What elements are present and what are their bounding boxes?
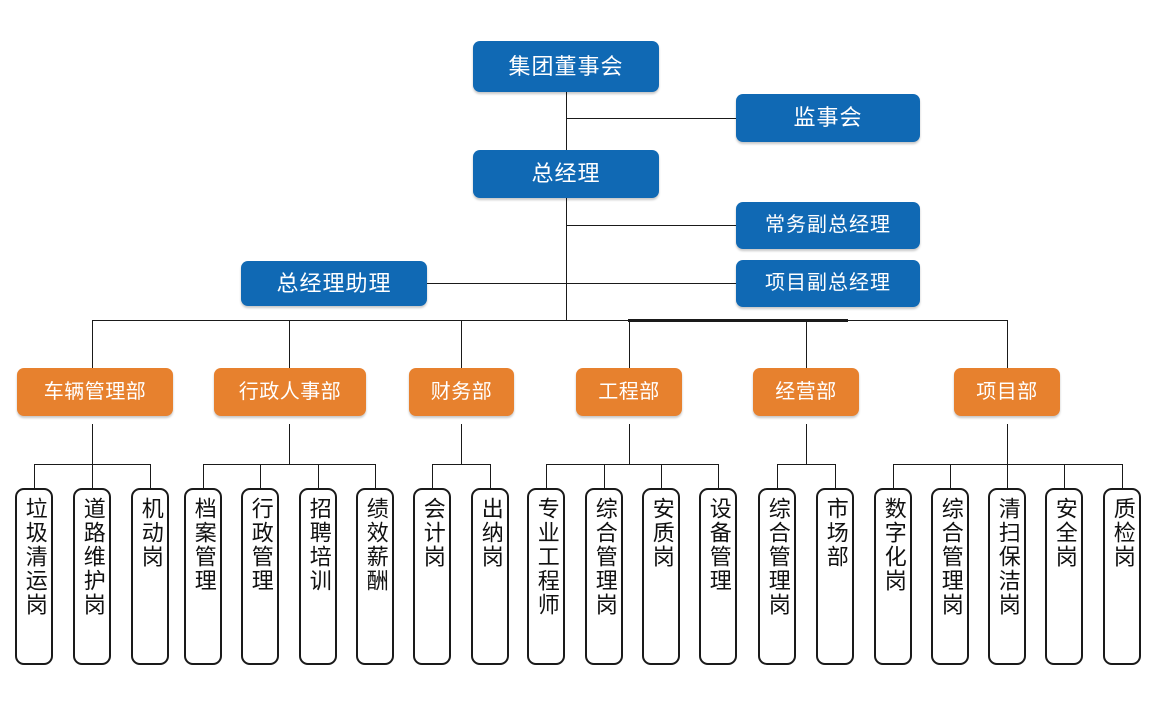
- connector-leaf-drop-9: [490, 464, 491, 488]
- connector-project-vice-gm: [427, 283, 736, 284]
- connector-leaf-drop-13: [718, 464, 719, 488]
- position-label: 安质岗: [648, 497, 674, 569]
- position-label: 会计岗: [419, 497, 445, 569]
- node-position-performance-pay[interactable]: 绩效薪酬: [356, 488, 394, 665]
- connector-drop-dept-5: [806, 320, 807, 368]
- node-position-cashier[interactable]: 出纳岗: [471, 488, 509, 665]
- node-supervisory-board[interactable]: 监事会: [736, 94, 920, 142]
- connector-drop-dept-1: [92, 320, 93, 368]
- connector-leaf-drop-12: [661, 464, 662, 488]
- connector-dept1-stem: [92, 424, 93, 464]
- connector-leaf-drop-18: [1007, 464, 1008, 488]
- node-position-admin-management[interactable]: 行政管理: [241, 488, 279, 665]
- node-department-admin-hr[interactable]: 行政人事部: [214, 368, 366, 416]
- position-label: 行政管理: [247, 497, 273, 593]
- node-department-operations[interactable]: 经营部: [753, 368, 859, 416]
- node-department-vehicle[interactable]: 车辆管理部: [17, 368, 173, 416]
- position-label: 绩效薪酬: [362, 497, 388, 593]
- position-label: 质检岗: [1109, 497, 1135, 569]
- node-board[interactable]: 集团董事会: [473, 41, 659, 92]
- connector-dept3-stem: [461, 424, 462, 464]
- connector-leaf-drop-3: [150, 464, 151, 488]
- node-position-professional-engineer[interactable]: 专业工程师: [527, 488, 565, 665]
- connector-board-down: [566, 92, 567, 174]
- node-position-safety-quality[interactable]: 安质岗: [642, 488, 680, 665]
- connector-leaf-drop-14: [777, 464, 778, 488]
- connector-leaf-drop-4: [203, 464, 204, 488]
- connector-leaf-drop-10: [546, 464, 547, 488]
- connector-leaf-drop-6: [318, 464, 319, 488]
- position-label: 数字化岗: [880, 497, 906, 593]
- connector-leaf-drop-17: [950, 464, 951, 488]
- connector-dept4-stem: [629, 424, 630, 464]
- node-department-project[interactable]: 项目部: [954, 368, 1060, 416]
- connector-exec-vice-gm: [566, 225, 736, 226]
- connector-subbar-4: [546, 464, 718, 465]
- node-position-quality-inspection[interactable]: 质检岗: [1103, 488, 1141, 665]
- position-label: 清扫保洁岗: [994, 497, 1020, 617]
- connector-dept6-stem: [1007, 424, 1008, 464]
- connector-subbar-3: [432, 464, 490, 465]
- position-label: 专业工程师: [533, 497, 559, 617]
- connector-drop-dept-2: [289, 320, 290, 368]
- position-label: 招聘培训: [305, 497, 331, 593]
- position-label: 垃圾清运岗: [21, 497, 47, 617]
- connector-leaf-drop-7: [375, 464, 376, 488]
- position-label: 安全岗: [1051, 497, 1077, 569]
- connector-department-bar: [92, 320, 1008, 321]
- node-position-archive-management[interactable]: 档案管理: [184, 488, 222, 665]
- connector-leaf-drop-8: [432, 464, 433, 488]
- node-position-recruitment-training[interactable]: 招聘培训: [299, 488, 337, 665]
- node-position-safety[interactable]: 安全岗: [1045, 488, 1083, 665]
- node-position-mobile-unit[interactable]: 机动岗: [131, 488, 169, 665]
- position-label: 综合管理岗: [591, 497, 617, 617]
- connector-leaf-drop-15: [835, 464, 836, 488]
- node-general-manager[interactable]: 总经理: [473, 150, 659, 198]
- connector-subbar-5: [777, 464, 835, 465]
- node-executive-vice-gm[interactable]: 常务副总经理: [736, 202, 920, 249]
- connector-leaf-drop-19: [1064, 464, 1065, 488]
- connector-leaf-drop-5: [260, 464, 261, 488]
- node-position-equipment-management[interactable]: 设备管理: [699, 488, 737, 665]
- node-project-vice-gm[interactable]: 项目副总经理: [736, 260, 920, 307]
- node-position-proj-comprehensive-management[interactable]: 综合管理岗: [931, 488, 969, 665]
- node-position-ops-comprehensive-management[interactable]: 综合管理岗: [758, 488, 796, 665]
- node-department-engineering[interactable]: 工程部: [576, 368, 682, 416]
- node-position-accounting[interactable]: 会计岗: [413, 488, 451, 665]
- connector-gm-down: [566, 198, 567, 320]
- connector-leaf-drop-16: [893, 464, 894, 488]
- connector-leaf-drop-11: [604, 464, 605, 488]
- position-label: 市场部: [822, 497, 848, 569]
- position-label: 综合管理岗: [764, 497, 790, 617]
- connector-drop-dept-3: [461, 320, 462, 368]
- connector-leaf-drop-1: [34, 464, 35, 488]
- position-label: 道路维护岗: [79, 497, 105, 617]
- connector-leaf-drop-2: [92, 464, 93, 488]
- node-position-waste-transport[interactable]: 垃圾清运岗: [15, 488, 53, 665]
- node-position-digitalization[interactable]: 数字化岗: [874, 488, 912, 665]
- node-gm-assistant[interactable]: 总经理助理: [241, 261, 427, 306]
- connector-drop-dept-4: [629, 320, 630, 368]
- position-label: 设备管理: [705, 497, 731, 593]
- node-position-road-maintenance[interactable]: 道路维护岗: [73, 488, 111, 665]
- position-label: 档案管理: [190, 497, 216, 593]
- connector-supervisory: [566, 118, 736, 119]
- connector-drop-dept-6: [1007, 320, 1008, 368]
- connector-subbar-2: [203, 464, 375, 465]
- node-position-cleaning-sanitation[interactable]: 清扫保洁岗: [988, 488, 1026, 665]
- connector-dept2-stem: [289, 424, 290, 464]
- node-position-marketing[interactable]: 市场部: [816, 488, 854, 665]
- connector-leaf-drop-20: [1122, 464, 1123, 488]
- position-label: 综合管理岗: [937, 497, 963, 617]
- connector-department-bar-emphasis: [628, 319, 848, 322]
- position-label: 出纳岗: [477, 497, 503, 569]
- connector-dept5-stem: [806, 424, 807, 464]
- node-position-eng-comprehensive-management[interactable]: 综合管理岗: [585, 488, 623, 665]
- position-label: 机动岗: [137, 497, 163, 569]
- node-department-finance[interactable]: 财务部: [409, 368, 514, 416]
